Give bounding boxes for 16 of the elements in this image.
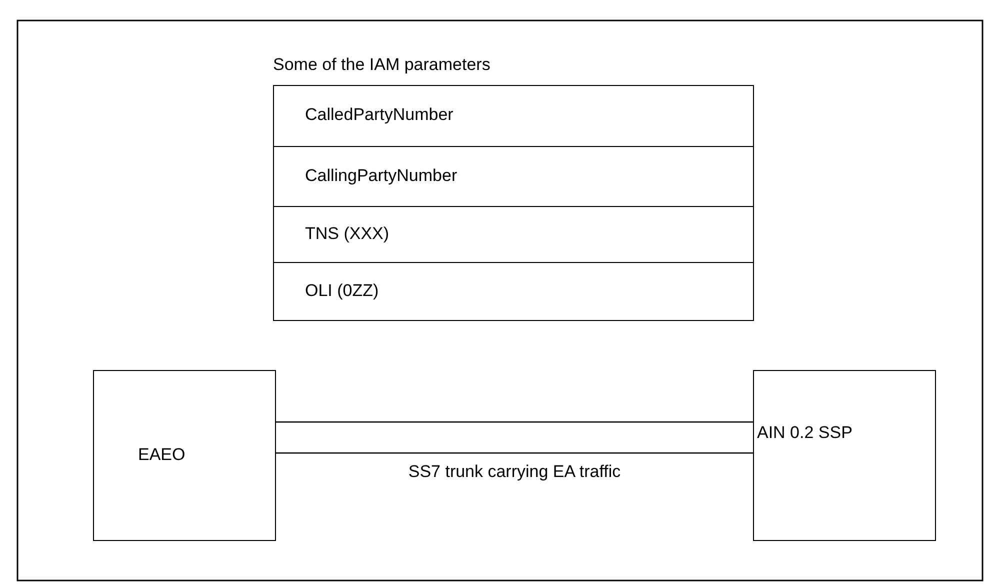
table-heading: Some of the IAM parameters bbox=[273, 55, 490, 75]
table-row bbox=[273, 262, 754, 321]
node-box bbox=[93, 370, 276, 541]
node-label: CalledPartyNumber bbox=[305, 105, 454, 125]
table-row bbox=[273, 146, 754, 207]
trunk-line bbox=[276, 452, 753, 454]
table-row bbox=[273, 206, 754, 263]
table-row bbox=[273, 85, 754, 147]
node-label: EAEO bbox=[138, 445, 186, 465]
edge-label: SS7 trunk carrying EA traffic bbox=[408, 462, 621, 482]
node-label: TNS (XXX) bbox=[305, 224, 390, 244]
node-label: CallingPartyNumber bbox=[305, 166, 458, 186]
node-box bbox=[753, 370, 936, 541]
node-label: AIN 0.2 SSP bbox=[757, 423, 852, 443]
trunk-line bbox=[276, 421, 753, 423]
node-label: OLI (0ZZ) bbox=[305, 280, 379, 300]
